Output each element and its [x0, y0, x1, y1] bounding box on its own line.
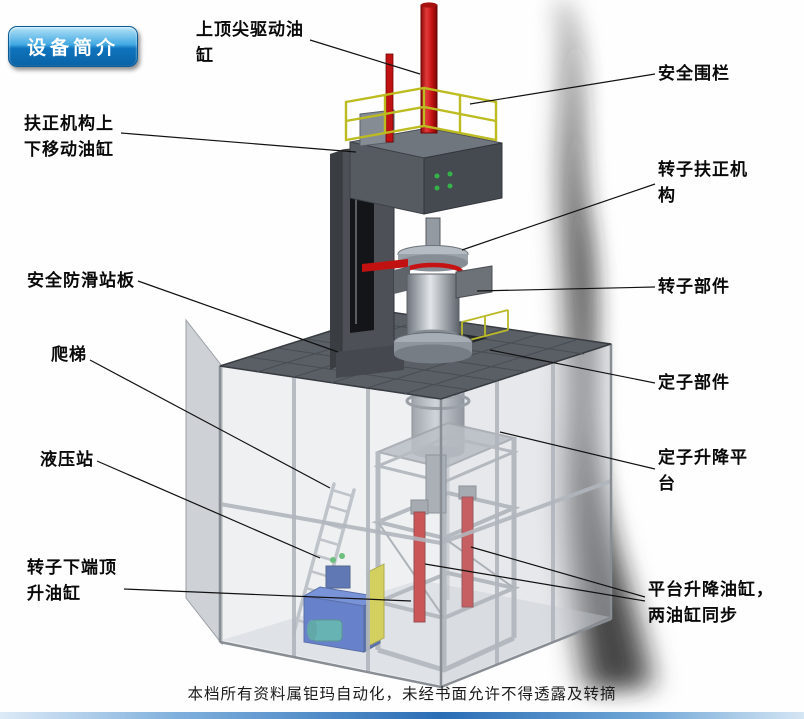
leader-rotor-component [476, 286, 656, 292]
rotor-assembly [362, 217, 493, 364]
callout-anti-slip-platform: 安全防滑站板 [27, 271, 135, 291]
leader-lift-cylinder-left [424, 563, 646, 602]
indicator-dot [339, 553, 345, 559]
callout-top-drive-cylinder: 上顶尖驱动油缸 [196, 20, 304, 66]
callout-rotor-centering: 转子扶正机构 [658, 160, 748, 206]
leader-top-drive-cylinder [309, 39, 421, 75]
frame-edges [218, 344, 613, 689]
leader-centering-cylinder [120, 132, 357, 153]
safety-fence-railing [344, 86, 498, 142]
leader-lift-cylinder-right [470, 546, 646, 598]
clamp-left-arm [394, 266, 410, 294]
callout-rotor-jack-cylinder: 转子下端顶升油缸 [27, 558, 117, 604]
callout-stator-lift-platform: 定子升降平台 [658, 448, 748, 494]
callout-ladder: 爬梯 [51, 345, 87, 365]
indicator-dots [434, 171, 453, 191]
leader-safety-fence [469, 73, 656, 105]
front-panel [219, 365, 442, 688]
leader-hydraulic-station [96, 460, 321, 559]
frame-posts [219, 363, 612, 672]
enclosure-shell [185, 318, 613, 689]
title-badge: 设备简介 [8, 26, 139, 67]
callout-hydraulic-station: 液压站 [40, 450, 94, 470]
platform-lift-cylinders [410, 485, 477, 623]
clamp-right-bracket [455, 265, 493, 299]
left-wall [185, 318, 223, 646]
bottom-accent-bar [0, 712, 804, 719]
footer-copyright: 本档所有资料属钜玛自动化，未经书面允许不得透露及转摘 [187, 685, 617, 703]
leader-ladder [89, 359, 331, 489]
callout-centering-cylinder: 扶正机构上下移动油缸 [24, 114, 114, 160]
leader-lines [89, 39, 656, 602]
indicator-dot [330, 557, 336, 563]
leader-stator-component [489, 349, 656, 384]
press-column [330, 109, 503, 378]
leader-anti-slip-platform [137, 280, 339, 353]
leader-rotor-centering [461, 183, 656, 251]
callout-rotor-component: 转子部件 [658, 277, 730, 297]
background-shadow [553, 0, 660, 690]
clamp-red-bar [362, 259, 408, 272]
platform-railing [461, 309, 509, 343]
callout-platform-lift-cylinders: 平台升降油缸，两油缸同步 [648, 580, 774, 626]
callout-safety-fence: 安全围栏 [658, 64, 730, 84]
leader-stator-lift-platform [499, 431, 656, 470]
leader-rotor-jack-cylinder [123, 588, 412, 602]
callout-stator-component: 定子部件 [658, 373, 730, 393]
